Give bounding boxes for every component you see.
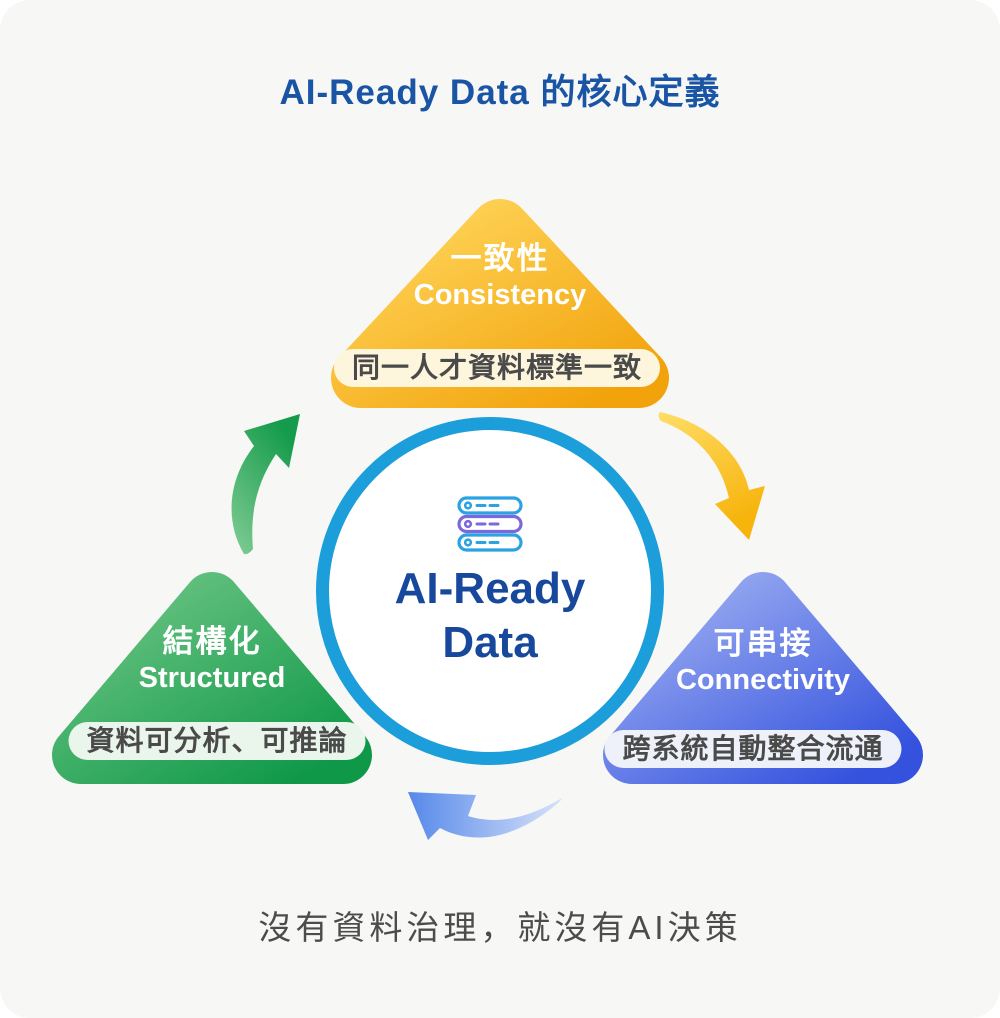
blue-arrow-shape — [408, 792, 562, 840]
database-stack-icon — [457, 496, 523, 552]
consistency-pill: 同一人才資料標準一致 — [333, 349, 661, 388]
structured-pill: 資料可分析、可推論 — [68, 722, 366, 761]
yellow-arrow-shape — [658, 412, 765, 540]
footer-caption: 沒有資料治理，就沒有AI決策 — [258, 909, 742, 946]
green-curved-arrow-icon — [231, 414, 300, 555]
connectivity-pill: 跨系統自動整合流通 — [604, 730, 902, 769]
green-arrow-shape — [231, 414, 300, 555]
center-title: AI-Ready Data — [395, 562, 586, 669]
page-title: AI-Ready Data 的核心定義 — [279, 73, 721, 112]
center-title-line1: AI-Ready — [394, 564, 586, 613]
yellow-curved-arrow-icon — [658, 412, 765, 540]
center-title-line2: Data — [442, 617, 538, 667]
center-circle: AI-Ready Data — [316, 417, 664, 765]
blue-curved-arrow-icon — [408, 792, 562, 840]
